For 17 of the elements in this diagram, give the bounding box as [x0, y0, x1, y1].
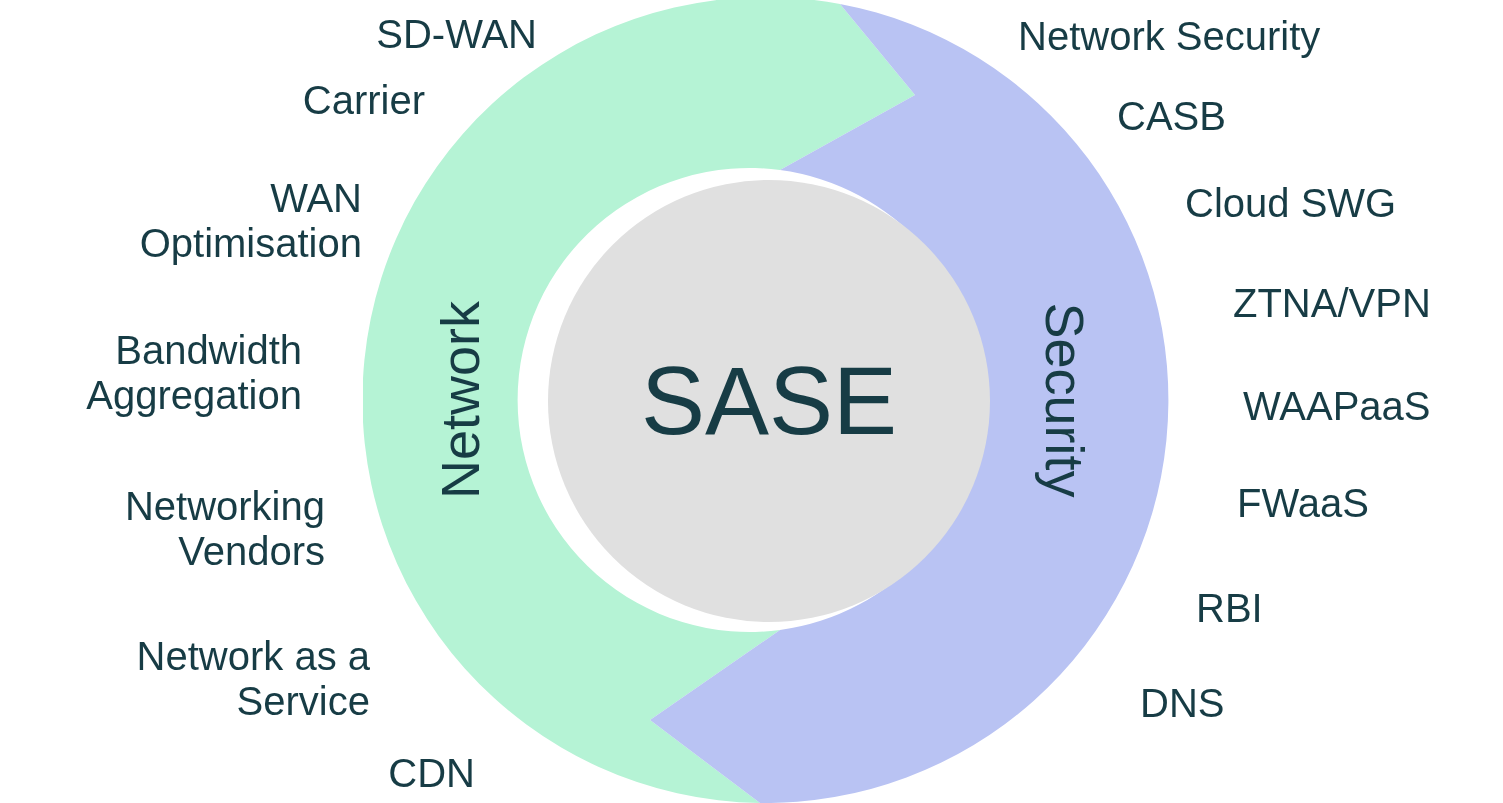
feature-label: CASB	[1117, 94, 1226, 139]
band-label: Network	[433, 301, 487, 499]
feature-label: ZTNA/VPN	[1233, 281, 1431, 326]
feature-label: Networking Vendors	[123, 484, 325, 574]
feature-label: Network Security	[1018, 14, 1321, 59]
feature-label: Cloud SWG	[1185, 181, 1397, 226]
feature-label: SD-WAN	[375, 12, 537, 57]
feature-label: DNS	[1140, 681, 1225, 726]
feature-label: Carrier	[301, 78, 425, 123]
feature-label: CDN	[387, 751, 475, 796]
feature-label: Bandwidth Aggregation	[85, 328, 302, 418]
feature-label: WAAPaaS	[1243, 384, 1431, 429]
feature-label: FWaaS	[1237, 481, 1369, 526]
feature-label: Network as a Service	[135, 634, 370, 724]
center-title: SASE	[640, 353, 898, 449]
feature-label: RBI	[1196, 586, 1263, 631]
feature-label: WAN Optimisation	[138, 176, 362, 266]
